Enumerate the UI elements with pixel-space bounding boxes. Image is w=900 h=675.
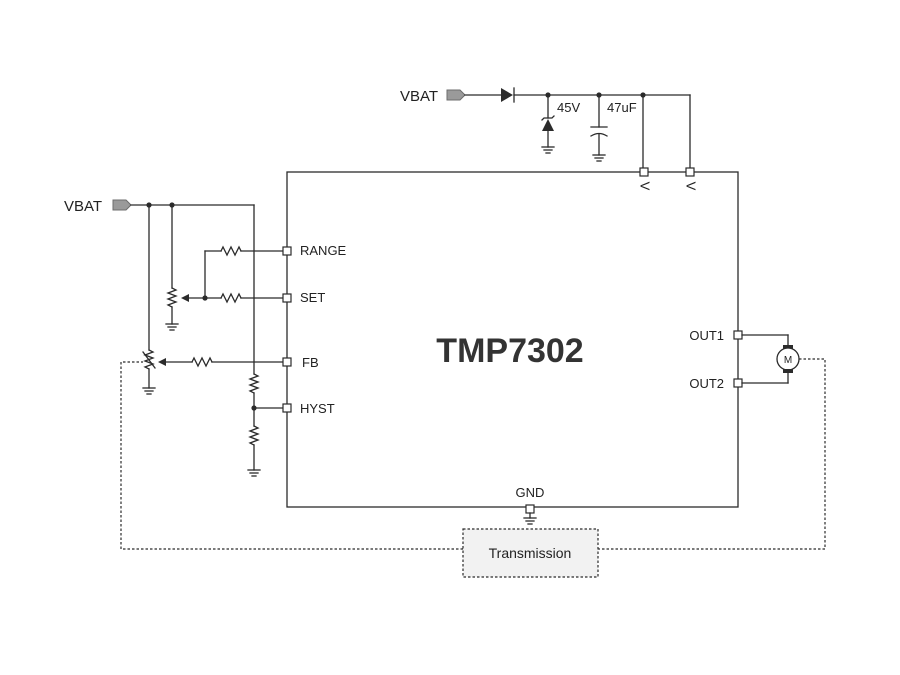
pin-gnd (525, 504, 535, 514)
pin-hyst (282, 403, 292, 413)
vbat-left-tag (112, 199, 132, 211)
gnd-symbol (523, 512, 537, 525)
pin-out1-label: OUT1 (689, 328, 724, 343)
motor-symbol (741, 334, 800, 384)
pin-set-label: SET (300, 290, 325, 305)
mechanical-link (120, 358, 826, 550)
vbat-left-label: VBAT (64, 198, 102, 215)
pin-out2-label: OUT2 (689, 376, 724, 391)
pin-fb (282, 357, 292, 367)
pin-out2 (733, 378, 743, 388)
zener-value: 45V (557, 100, 580, 115)
transmission-label: Transmission (489, 545, 572, 561)
pin-range-label: RANGE (300, 243, 347, 258)
pin-v1-label: V (638, 182, 653, 191)
pin-gnd-label: GND (516, 485, 545, 500)
diode-symbol (501, 87, 515, 103)
pin-fb-label: FB (302, 355, 319, 370)
pin-set (282, 293, 292, 303)
vbat-top-label: VBAT (400, 88, 438, 105)
pin-v2 (685, 167, 695, 177)
vbat-top-tag (446, 89, 466, 101)
zener-diode-symbol (541, 94, 555, 154)
pin-v2-label: V (684, 182, 699, 191)
chip-body (286, 171, 739, 508)
transmission-box (462, 528, 599, 578)
top-supply: VBAT 45V (400, 87, 691, 169)
pin-hyst-label: HYST (300, 401, 335, 416)
capacitor-value: 47uF (607, 100, 637, 115)
left-network: VBAT (64, 198, 285, 477)
pin-v1 (639, 167, 649, 177)
chip-title: TMP7302 (436, 332, 583, 370)
capacitor-symbol (590, 94, 608, 162)
pin-range (282, 246, 292, 256)
motor-label: M (784, 355, 792, 366)
pin-out1 (733, 330, 743, 340)
